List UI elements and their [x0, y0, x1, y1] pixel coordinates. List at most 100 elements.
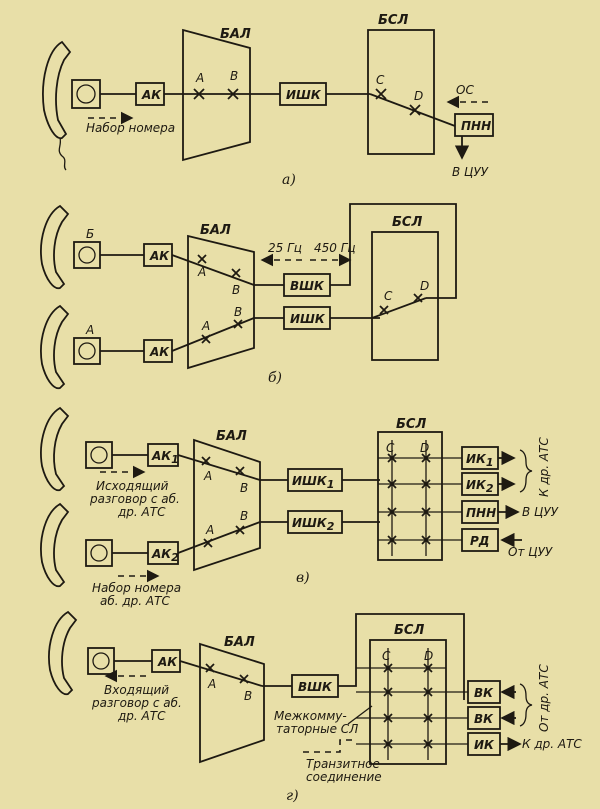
- point-b1-label: В: [232, 283, 240, 297]
- telephone-handset-icon: [48, 610, 78, 696]
- handset-cord: [58, 137, 67, 171]
- to-other-ats-label: К др. АТС: [522, 737, 582, 751]
- crosspoint-icon: [205, 663, 215, 673]
- ik-label: ИК: [474, 738, 495, 752]
- ak-top-label: АК: [149, 249, 170, 263]
- crosspoint-icon: [423, 663, 433, 673]
- point-b2-label: В: [240, 509, 248, 523]
- vk1-label: ВК: [474, 686, 494, 700]
- ishk-label: ИШК: [290, 312, 326, 326]
- crosspoint-icon: [421, 535, 431, 545]
- vk2-label: ВК: [474, 712, 494, 726]
- incoming-line2: разговор с аб.: [91, 696, 182, 710]
- rd-label: РД: [470, 534, 489, 548]
- crosspoint-icon: [409, 104, 421, 116]
- bal-label: БАЛ: [224, 635, 255, 650]
- crosspoint-icon: [387, 479, 397, 489]
- from-tsuu-label: От ЦУУ: [508, 545, 553, 559]
- vk2-box: [467, 706, 501, 730]
- ishk-label: ИШК: [286, 88, 322, 102]
- from-other-ats-label: От др. АТС: [537, 664, 551, 732]
- brace-icon: [519, 683, 533, 727]
- caption-v: в): [296, 570, 310, 586]
- point-b2-label: В: [234, 305, 242, 319]
- ak2-label: АК2: [151, 547, 179, 564]
- intercom-leader: [347, 705, 373, 725]
- diagram-g: АК БАЛ А В ВШК БСЛ С D ВК ВК ИК: [48, 610, 582, 804]
- outgoing-line2: разговор с аб.: [89, 492, 180, 506]
- to-other-ats-label: К др. АТС: [537, 437, 551, 497]
- os-label: ОС: [456, 83, 474, 97]
- point-b-label: В: [230, 69, 238, 83]
- crosspoint-icon: [231, 268, 241, 278]
- bsl-label: БСЛ: [394, 623, 424, 638]
- dialing-label: Набор номера: [86, 121, 175, 135]
- bal-block: [187, 234, 255, 370]
- crosspoint-icon: [235, 466, 245, 476]
- dial-icon: [73, 241, 101, 269]
- incoming-line1: Входящий: [104, 683, 169, 697]
- crosspoint-icon: [387, 535, 397, 545]
- crosspoint-icon: [421, 453, 431, 463]
- bsl-label: БСЛ: [396, 417, 426, 432]
- point-d-label: D: [424, 649, 433, 663]
- ik1-label: ИК1: [466, 452, 494, 469]
- crosspoint-icon: [383, 663, 393, 673]
- point-c-label: С: [384, 289, 393, 303]
- telephone-handset-icon: [40, 406, 70, 492]
- rd-box: [461, 528, 499, 552]
- point-d-label: D: [420, 441, 429, 455]
- dial-icon: [73, 337, 101, 365]
- crosspoint-icon: [421, 479, 431, 489]
- ak-label: АК: [157, 655, 178, 669]
- caption-b: б): [268, 370, 282, 386]
- subscriber-b-label: Б: [86, 227, 94, 241]
- crosspoint-icon: [379, 305, 389, 315]
- outgoing-line1: Исходящий: [96, 479, 169, 493]
- pnn-label: ПНН: [466, 506, 496, 520]
- crosspoint-icon: [375, 88, 387, 100]
- crosspoint-icon: [383, 739, 393, 749]
- ak1-label: АК1: [151, 449, 179, 466]
- to-tsuu-label: В ЦУУ: [522, 505, 559, 519]
- caption-a: а): [282, 172, 296, 188]
- point-b1-label: В: [240, 481, 248, 495]
- diagram-v: АК1 АК2 БАЛ А В А В ИШК1 ИШК2 БСЛ: [40, 406, 559, 608]
- point-d-label: D: [420, 279, 429, 293]
- telephone-handset-icon: [40, 502, 70, 588]
- point-b-label: В: [244, 689, 252, 703]
- bsl-label: БСЛ: [392, 215, 422, 230]
- freq-25-label: 25 Гц: [268, 241, 302, 255]
- bsl-label: БСЛ: [378, 13, 408, 28]
- subscriber-a-label: А: [85, 323, 94, 337]
- crosspoint-icon: [227, 88, 239, 100]
- crosspoint-icon: [387, 507, 397, 517]
- dial-icon: [85, 441, 113, 469]
- bal-label: БАЛ: [216, 429, 247, 444]
- crosspoint-icon: [239, 674, 249, 684]
- dialing-line2: аб. др. АТС: [100, 594, 170, 608]
- dial-icon: [87, 647, 115, 675]
- ak-label: АК: [141, 88, 162, 102]
- crosspoint-icon: [423, 739, 433, 749]
- ishk1-label: ИШК1: [292, 474, 334, 491]
- point-c-label: С: [386, 441, 395, 455]
- point-a2-label: А: [201, 319, 210, 333]
- bsl-block: [371, 231, 439, 361]
- bal-block: [199, 642, 265, 764]
- brace-icon: [519, 449, 533, 493]
- transit-line1: Транзитное: [306, 757, 380, 771]
- point-a1-label: А: [203, 469, 212, 483]
- crosspoint-icon: [193, 88, 205, 100]
- diagram-a: АК БАЛ А В ИШК БСЛ С D ПНН ОС В ЦУУ Набо…: [42, 13, 494, 188]
- intercom-line1: Межкомму-: [274, 709, 347, 723]
- freq-450-label: 450 Гц: [314, 241, 356, 255]
- crosspoint-icon: [413, 293, 423, 303]
- vshk-label: ВШК: [290, 279, 325, 293]
- crosspoint-icon: [201, 334, 211, 344]
- vk1-box: [467, 680, 501, 704]
- crosspoint-icon: [235, 525, 245, 535]
- bal-block: [193, 438, 261, 572]
- ak-bottom-label: АК: [149, 345, 170, 359]
